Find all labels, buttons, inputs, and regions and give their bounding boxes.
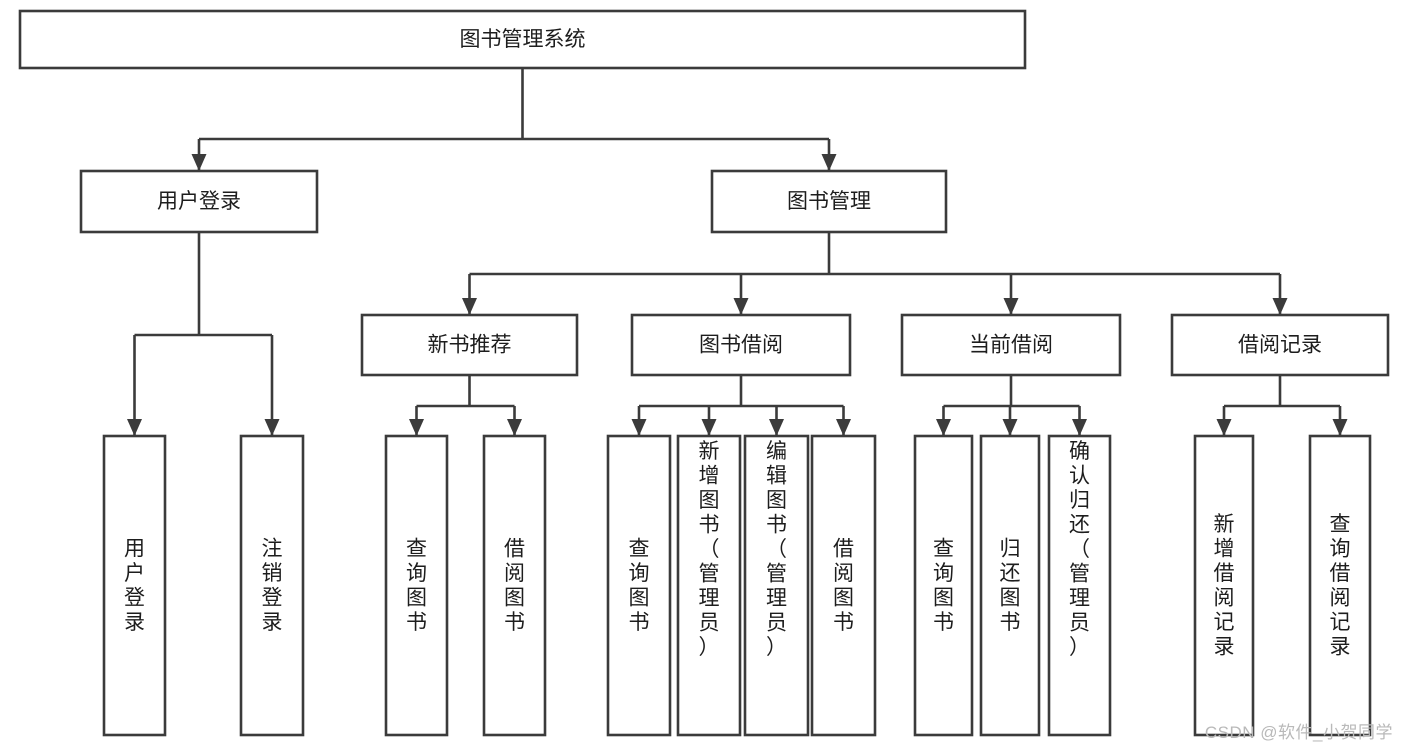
node-box-current-borrow[interactable]	[900, 313, 1122, 377]
node-box-leaf-user-login[interactable]	[102, 434, 167, 737]
node-label-leaf-borrow-book-1: 借阅图书	[504, 538, 525, 635]
node-leaf-query-book-3[interactable]: 查询图书	[913, 434, 974, 737]
node-box-borrow-records[interactable]	[1170, 313, 1390, 377]
node-book-borrow[interactable]: 图书借阅	[630, 313, 852, 377]
arrow-head-icon-leaf-logout	[264, 419, 280, 436]
node-label-current-borrow: 当前借阅	[969, 334, 1053, 357]
node-label-leaf-query-book-1: 查询图书	[406, 538, 427, 635]
node-label-leaf-edit-book: 编辑图书（管理员）	[766, 440, 787, 659]
node-root[interactable]: 图书管理系统	[18, 9, 1027, 70]
node-label-leaf-user-login: 用户登录	[124, 538, 145, 635]
node-leaf-borrow-book-1[interactable]: 借阅图书	[482, 434, 547, 737]
arrow-head-icon-borrow-records	[1272, 298, 1288, 315]
arrow-head-icon-leaf-query-book-2	[631, 419, 647, 436]
node-leaf-user-login[interactable]: 用户登录	[102, 434, 167, 737]
node-leaf-query-book-1[interactable]: 查询图书	[384, 434, 449, 737]
arrow-head-icon-leaf-query-record	[1332, 419, 1348, 436]
node-box-new-book-recommend[interactable]	[360, 313, 579, 377]
node-box-leaf-query-book-3[interactable]	[913, 434, 974, 737]
arrow-head-icon-leaf-confirm-return	[1072, 419, 1087, 436]
node-current-borrow[interactable]: 当前借阅	[900, 313, 1122, 377]
arrow-head-icon-book-borrow	[733, 298, 749, 315]
node-leaf-query-record[interactable]: 查询借阅记录	[1308, 434, 1372, 737]
node-box-leaf-add-book[interactable]	[676, 434, 742, 737]
csdn-watermark: CSDN @软件_小贺同学	[1204, 723, 1393, 742]
node-box-root[interactable]	[18, 9, 1027, 70]
node-box-leaf-add-record[interactable]	[1193, 434, 1255, 737]
node-label-new-book-recommend: 新书推荐	[428, 334, 512, 357]
arrow-head-icon-leaf-borrow-book-2	[836, 419, 851, 436]
node-box-leaf-query-record[interactable]	[1308, 434, 1372, 737]
node-leaf-confirm-return[interactable]: 确认归还（管理员）	[1047, 434, 1112, 737]
arrow-head-icon-new-book-recommend	[462, 298, 477, 315]
node-box-leaf-borrow-book-2[interactable]	[810, 434, 877, 737]
connector-lines-layer	[127, 68, 1348, 436]
node-label-leaf-query-record: 查询借阅记录	[1330, 513, 1351, 659]
node-box-leaf-query-book-1[interactable]	[384, 434, 449, 737]
node-borrow-records[interactable]: 借阅记录	[1170, 313, 1390, 377]
node-label-root: 图书管理系统	[460, 28, 586, 51]
arrow-head-icon-leaf-add-book	[701, 419, 717, 436]
node-leaf-logout[interactable]: 注销登录	[239, 434, 305, 737]
node-label-leaf-add-record: 新增借阅记录	[1214, 513, 1235, 659]
arrow-head-icon-leaf-edit-book	[769, 419, 784, 436]
node-box-leaf-borrow-book-1[interactable]	[482, 434, 547, 737]
node-new-book-recommend[interactable]: 新书推荐	[360, 313, 579, 377]
node-label-leaf-add-book: 新增图书（管理员）	[699, 440, 720, 659]
node-box-book-management[interactable]	[710, 169, 948, 234]
node-book-management[interactable]: 图书管理	[710, 169, 948, 234]
node-label-leaf-borrow-book-2: 借阅图书	[833, 538, 854, 635]
node-leaf-add-record[interactable]: 新增借阅记录	[1193, 434, 1255, 737]
node-label-borrow-records: 借阅记录	[1238, 334, 1322, 357]
node-label-book-borrow: 图书借阅	[699, 334, 783, 357]
node-box-user-login[interactable]	[79, 169, 319, 234]
node-box-leaf-edit-book[interactable]	[743, 434, 810, 737]
node-user-login[interactable]: 用户登录	[79, 169, 319, 234]
arrow-head-icon-leaf-return-book	[1002, 419, 1018, 436]
node-label-leaf-confirm-return: 确认归还（管理员）	[1069, 440, 1090, 659]
node-leaf-borrow-book-2[interactable]: 借阅图书	[810, 434, 877, 737]
node-label-leaf-query-book-3: 查询图书	[933, 538, 954, 635]
node-leaf-query-book-2[interactable]: 查询图书	[606, 434, 672, 737]
node-box-leaf-confirm-return[interactable]	[1047, 434, 1112, 737]
node-leaf-return-book[interactable]: 归还图书	[979, 434, 1041, 737]
node-boxes-layer: 图书管理系统用户登录图书管理新书推荐图书借阅当前借阅借阅记录用户登录注销登录查询…	[18, 9, 1390, 737]
node-box-book-borrow[interactable]	[630, 313, 852, 377]
arrow-head-icon-leaf-borrow-book-1	[507, 419, 522, 436]
node-leaf-add-book[interactable]: 新增图书（管理员）	[676, 434, 742, 737]
node-label-book-management: 图书管理	[787, 190, 871, 213]
node-box-leaf-query-book-2[interactable]	[606, 434, 672, 737]
node-label-leaf-query-book-2: 查询图书	[629, 538, 650, 635]
arrow-head-icon-leaf-query-book-3	[936, 419, 951, 436]
node-label-leaf-logout: 注销登录	[262, 538, 283, 635]
arrow-head-icon-book-management	[821, 154, 837, 171]
arrow-head-icon-current-borrow	[1003, 298, 1019, 315]
arrow-head-icon-leaf-user-login	[127, 419, 142, 436]
arrow-head-icon-user-login	[191, 154, 207, 171]
node-box-leaf-logout[interactable]	[239, 434, 305, 737]
node-box-leaf-return-book[interactable]	[979, 434, 1041, 737]
node-leaf-edit-book[interactable]: 编辑图书（管理员）	[743, 434, 810, 737]
node-label-leaf-return-book: 归还图书	[1000, 538, 1021, 635]
node-label-user-login: 用户登录	[157, 190, 241, 213]
arrow-head-icon-leaf-add-record	[1216, 419, 1232, 436]
arrow-head-icon-leaf-query-book-1	[409, 419, 424, 436]
